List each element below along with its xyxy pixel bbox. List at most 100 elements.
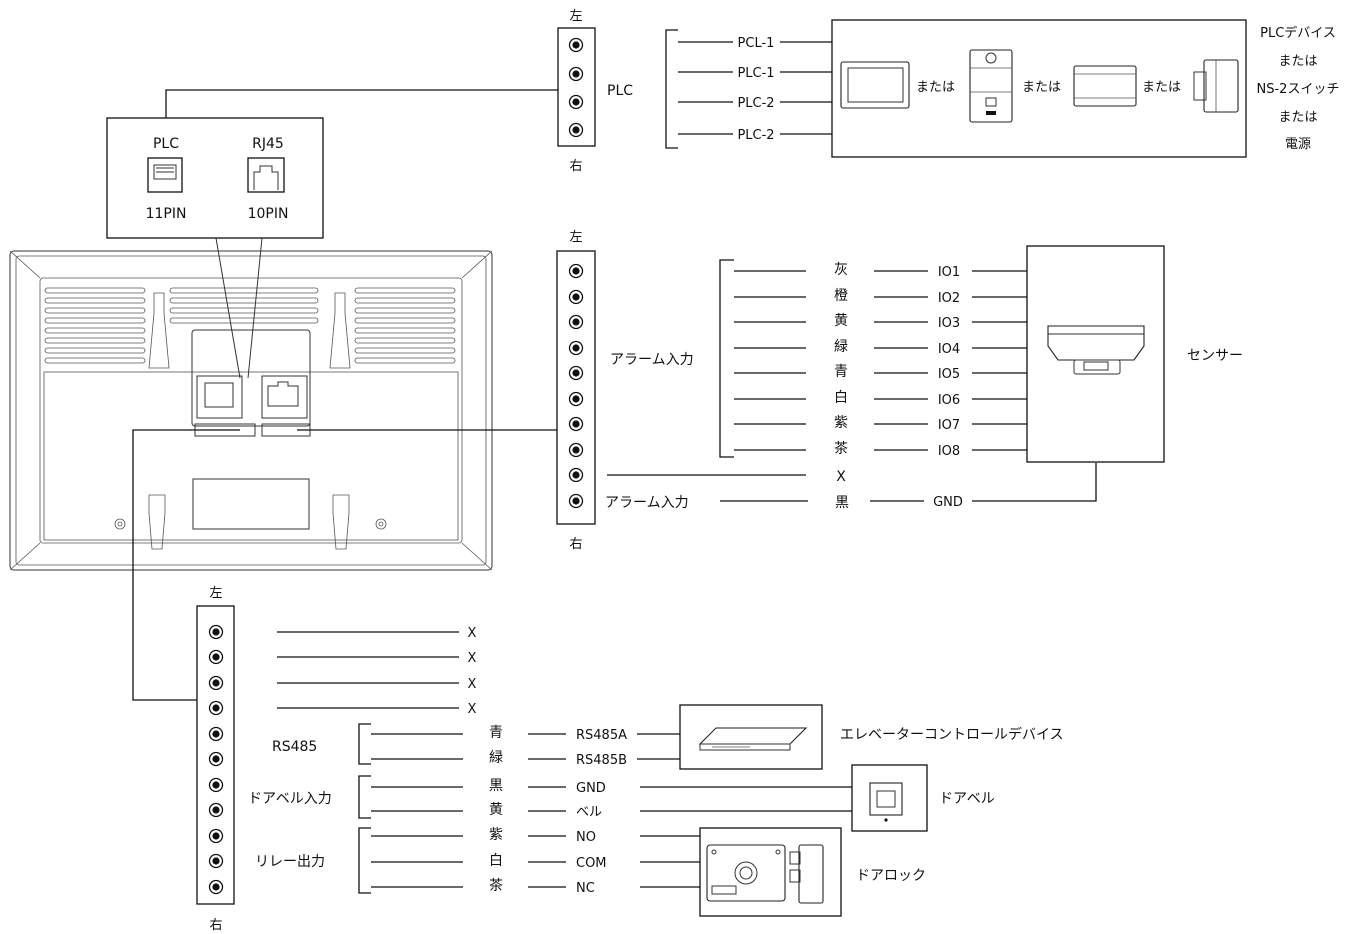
alarm-gnd-input-label: アラーム入力: [605, 495, 689, 511]
terminal-block-bottom: 左 右: [196, 586, 235, 933]
plc-line-label-4: PLC-2: [737, 128, 774, 143]
doorbell-button-icon: [869, 782, 903, 822]
rj45-jack-label: RJ45: [252, 136, 284, 152]
rs485-signal-1: RS485A: [576, 728, 627, 743]
power-supply-icon: [1193, 59, 1239, 113]
alarm-terminal-2: [568, 289, 584, 305]
elevator-label: エレベーターコントロールデバイス: [840, 726, 1064, 743]
alarm-color-4: 緑: [834, 339, 848, 355]
alarm-gnd-signal: GND: [933, 495, 963, 510]
plc-terminal-3: [568, 94, 584, 110]
doorbell-group-label: ドアベル入力: [248, 791, 332, 807]
rs485-group-label: RS485: [272, 739, 317, 755]
bottom-block-left-label: 左: [209, 586, 222, 601]
alarm-color-3: 黄: [834, 312, 848, 329]
doorbell-signal-1: GND: [576, 781, 606, 796]
or-text-3: または: [1142, 80, 1181, 95]
plc-devices-caption-2: または: [1278, 54, 1317, 69]
din-module-icon: [1073, 65, 1137, 107]
jack-11pin-icon: [147, 157, 183, 193]
relay-signal-2: COM: [576, 856, 607, 871]
smoke-sensor-icon: [1047, 325, 1145, 375]
or-text-2: または: [1022, 80, 1061, 95]
alarm-color-8: 茶: [834, 441, 848, 457]
alarm-group-label: アラーム入力: [610, 352, 694, 368]
alarm-black-label: 黒: [835, 495, 849, 511]
alarm-color-2: 橙: [834, 288, 848, 304]
monitor-icon: [840, 61, 910, 109]
doorbell-signal-2: ベル: [576, 805, 602, 820]
bottom-block-right-label: 右: [209, 918, 222, 933]
plc-devices-caption-5: 電源: [1285, 137, 1311, 152]
plc-devices-caption-4: または: [1278, 110, 1317, 125]
alarm-io-8: IO8: [938, 444, 960, 459]
unused-x-4: X: [468, 702, 477, 717]
or-text-1: または: [916, 80, 955, 95]
alarm-terminal-7: [568, 416, 584, 432]
rs485-color-2: 緑: [489, 750, 503, 766]
alarm-io-5: IO5: [938, 367, 960, 382]
jack-rj45-icon: [247, 157, 285, 193]
alarm-terminal-4: [568, 340, 584, 356]
plc-line-label-3: PLC-2: [737, 96, 774, 111]
terminal-block-plc: 左 右: [557, 9, 596, 174]
alarm-terminal-8: [568, 442, 584, 458]
terminal-block-alarm: 左 右: [556, 230, 596, 552]
doorlock-label: ドアロック: [856, 868, 926, 884]
alarm-terminal-3: [568, 314, 584, 330]
alarm-io-2: IO2: [938, 291, 960, 306]
plc-devices-caption-1: PLCデバイス: [1260, 25, 1336, 41]
bottom-terminal-10: [208, 853, 224, 869]
sensor-label: センサー: [1187, 348, 1243, 364]
plc-block-left-label: 左: [569, 9, 582, 24]
rs485-color-1: 青: [489, 725, 503, 741]
plc-terminal-4: [568, 122, 584, 138]
plc-terminal-2: [568, 66, 584, 82]
door-lock-icon: [706, 844, 824, 904]
alarm-color-7: 紫: [834, 415, 848, 431]
alarm-x-label: X: [836, 469, 846, 485]
panel-cables: [132, 89, 558, 701]
alarm-io-4: IO4: [938, 342, 960, 357]
alarm-color-5: 青: [834, 364, 848, 380]
bottom-terminal-4: [208, 700, 224, 716]
alarm-terminal-1: [568, 263, 584, 279]
bottom-terminal-7: [208, 777, 224, 793]
relay-group-label: リレー出力: [255, 854, 325, 870]
bottom-terminal-2: [208, 649, 224, 665]
alarm-io-3: IO3: [938, 316, 960, 331]
doorbell-color-2: 黄: [489, 801, 503, 818]
plc-pin-count: 11PIN: [146, 206, 187, 222]
bottom-terminal-8: [208, 802, 224, 818]
alarm-block-left-label: 左: [569, 230, 582, 245]
relay-signal-1: NO: [576, 830, 596, 845]
unused-x-1: X: [468, 626, 477, 641]
bottom-terminal-9: [208, 828, 224, 844]
door-station-icon: [969, 49, 1013, 123]
bottom-terminal-3: [208, 675, 224, 691]
plc-devices-caption-3: NS-2スイッチ: [1257, 82, 1340, 97]
alarm-terminal-9: [568, 467, 584, 483]
plc-block-right-label: 右: [569, 159, 582, 174]
monitor-back-panel: [9, 250, 493, 571]
bottom-terminal-6: [208, 751, 224, 767]
plc-terminal-1: [568, 37, 584, 53]
unused-x-3: X: [468, 677, 477, 692]
relay-color-3: 茶: [489, 878, 503, 894]
doorbell-color-1: 黒: [489, 778, 503, 794]
alarm-terminal-10: [568, 493, 584, 509]
relay-signal-3: NC: [576, 881, 595, 896]
alarm-terminal-6: [568, 391, 584, 407]
alarm-terminal-5: [568, 365, 584, 381]
alarm-io-7: IO7: [938, 418, 960, 433]
bottom-terminal-5: [208, 726, 224, 742]
unused-x-2: X: [468, 651, 477, 666]
relay-color-2: 白: [489, 853, 503, 869]
plc-line-label-2: PLC-1: [737, 66, 774, 81]
alarm-io-1: IO1: [938, 265, 960, 280]
relay-color-1: 紫: [489, 827, 503, 843]
alarm-color-6: 白: [834, 390, 848, 406]
rj45-pin-count: 10PIN: [248, 206, 289, 222]
